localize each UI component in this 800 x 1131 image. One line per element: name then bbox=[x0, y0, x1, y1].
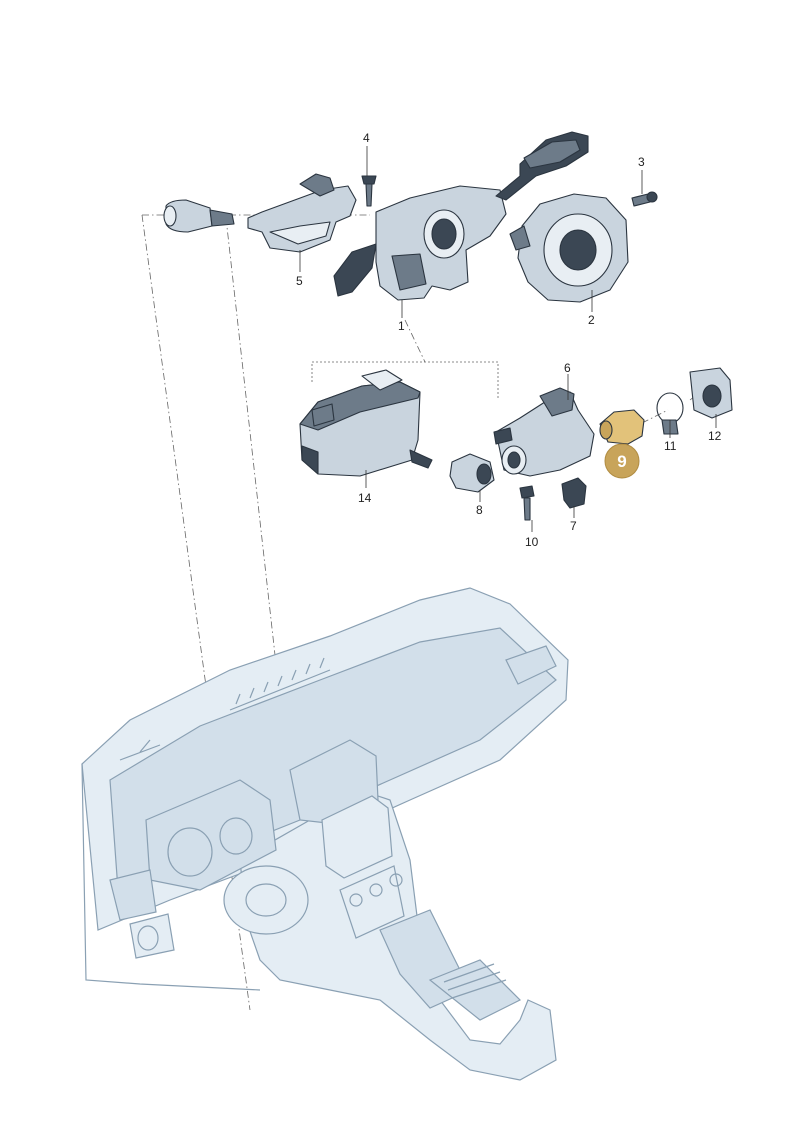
label-part-8: 8 bbox=[476, 503, 483, 517]
label-part-11: 11 bbox=[664, 439, 677, 453]
part-labels: 4 3 5 2 1 6 12 11 14 8 7 10 bbox=[296, 131, 722, 549]
label-part-3: 3 bbox=[638, 155, 645, 169]
part-10-screw[interactable] bbox=[519, 485, 535, 521]
label-part-14: 14 bbox=[358, 491, 372, 505]
label-part-4: 4 bbox=[363, 131, 370, 145]
label-part-6: 6 bbox=[564, 361, 571, 375]
part-4-screw[interactable] bbox=[361, 175, 377, 207]
part-14-control-unit[interactable] bbox=[299, 369, 433, 477]
part-9-highlighted-part[interactable] bbox=[599, 409, 645, 445]
part-5-bracket[interactable] bbox=[247, 173, 357, 253]
part-6-lock-housing[interactable] bbox=[493, 387, 595, 477]
label-part-5: 5 bbox=[296, 274, 303, 288]
label-part-1: 1 bbox=[398, 319, 405, 333]
label-part-2: 2 bbox=[588, 313, 595, 327]
part-8-ring[interactable] bbox=[449, 453, 495, 493]
part-7-clip[interactable] bbox=[561, 477, 587, 509]
label-part-10: 10 bbox=[525, 535, 539, 549]
label-part-7: 7 bbox=[570, 519, 577, 533]
part-3-screw[interactable] bbox=[631, 191, 658, 207]
leader-lines bbox=[299, 146, 717, 532]
dashboard-illustration bbox=[81, 587, 569, 1081]
label-part-12: 12 bbox=[708, 429, 722, 443]
part-1-column-switch[interactable] bbox=[333, 131, 589, 301]
badge-label-9: 9 bbox=[617, 452, 626, 471]
part-2-clock-spring[interactable] bbox=[509, 193, 629, 303]
part-12-bezel[interactable] bbox=[689, 367, 733, 419]
highlight-badge-part-9[interactable]: 9 bbox=[604, 443, 640, 479]
lock-cylinder-part[interactable] bbox=[163, 199, 235, 233]
